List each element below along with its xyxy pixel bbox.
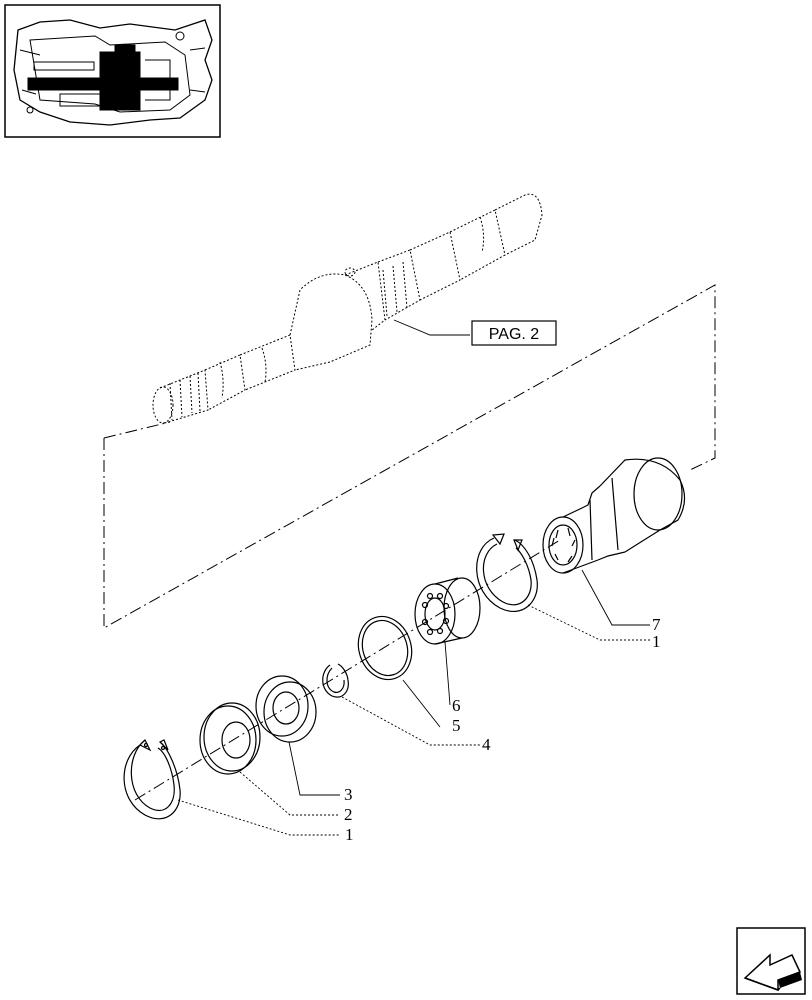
locator-thumbnail[interactable] bbox=[4, 4, 221, 138]
page-reference-box[interactable]: PAG. 2 bbox=[471, 320, 557, 346]
leader-pag2 bbox=[393, 319, 470, 336]
leader-7 bbox=[581, 569, 650, 626]
next-page-arrow-icon bbox=[743, 953, 802, 992]
o-ring bbox=[357, 615, 413, 681]
spacer-ring bbox=[255, 675, 317, 743]
leader-3 bbox=[288, 741, 340, 796]
transmission-locator-thumbnail-icon bbox=[13, 19, 213, 126]
needle-bearing bbox=[414, 577, 481, 645]
leader-5 bbox=[402, 679, 441, 728]
leader-4 bbox=[341, 696, 480, 746]
small-circlip bbox=[322, 663, 349, 698]
snap-ring-left bbox=[123, 738, 181, 820]
next-page-button[interactable] bbox=[736, 927, 806, 995]
leader-lines bbox=[177, 319, 650, 836]
main-shaft-reference bbox=[152, 193, 543, 424]
leader-6 bbox=[444, 641, 451, 706]
callout-6: 6 bbox=[452, 696, 461, 715]
leader-1-left bbox=[177, 799, 340, 836]
callout-numbers: 1 2 3 4 5 6 7 1 bbox=[344, 615, 661, 844]
leader-1-right bbox=[527, 604, 650, 641]
splined-hub bbox=[542, 457, 686, 574]
page-reference-label: PAG. 2 bbox=[489, 326, 539, 343]
snap-ring-right bbox=[476, 533, 538, 613]
callout-4: 4 bbox=[482, 735, 491, 754]
callout-1-right: 1 bbox=[652, 632, 661, 651]
leader-2 bbox=[239, 771, 340, 816]
thrust-washer bbox=[199, 702, 261, 775]
callout-3: 3 bbox=[344, 785, 353, 804]
callout-5: 5 bbox=[452, 716, 461, 735]
callout-7: 7 bbox=[652, 615, 661, 634]
callout-2: 2 bbox=[344, 805, 353, 824]
callout-1-left: 1 bbox=[345, 825, 354, 844]
assembly-guide-lines bbox=[103, 284, 716, 801]
